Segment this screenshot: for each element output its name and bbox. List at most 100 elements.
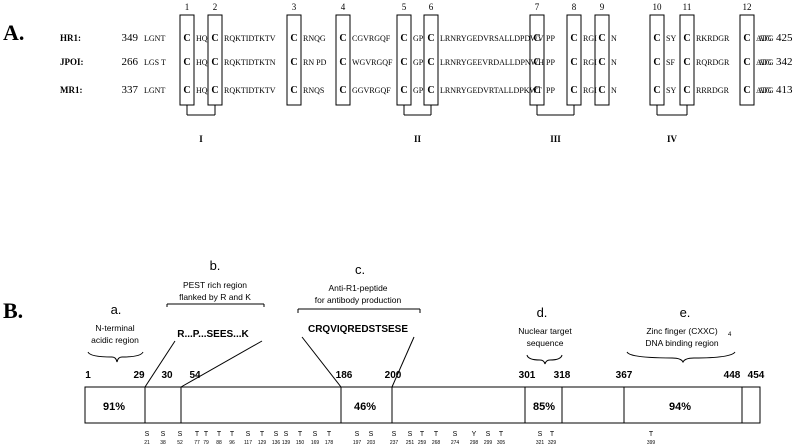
site-position: 88: [216, 440, 222, 446]
sequence-segment: LGNT: [144, 34, 165, 43]
sequence-segment: ATG: [756, 34, 772, 43]
site-position: 150: [296, 440, 305, 446]
sequence-segment: RQKTIDTKTN: [224, 58, 276, 67]
cysteine-residue: C: [427, 85, 434, 96]
sequence-segment: GP: [413, 86, 424, 95]
site-position: 197: [353, 440, 362, 446]
column-number: 5: [402, 2, 407, 12]
conservation-percent: 46%: [354, 401, 376, 413]
site-residue: S: [408, 431, 413, 438]
site-position: 237: [390, 440, 399, 446]
sequence-name: MR1:: [60, 85, 83, 95]
sequence-segment: LGS T: [144, 58, 166, 67]
cysteine-residue: C: [339, 57, 346, 68]
site-position: 321: [536, 440, 545, 446]
cysteine-residue: C: [683, 57, 690, 68]
cysteine-residue: C: [570, 33, 577, 44]
site-residue: S: [274, 431, 279, 438]
residue-position: 318: [554, 370, 571, 381]
cysteine-column-box: [286, 14, 302, 106]
region-description: Anti-R1-peptide: [328, 283, 387, 293]
sequence-segment: HQ: [196, 58, 208, 67]
site-position: 329: [548, 440, 557, 446]
sequence-segment: RQRDGR: [696, 58, 730, 67]
conservation-percent: 94%: [669, 401, 691, 413]
site-position: 21: [144, 440, 150, 446]
site-position: 117: [244, 440, 252, 446]
region-letter: c.: [355, 262, 365, 277]
residue-position: 454: [748, 370, 765, 381]
sequence-segment: SF: [666, 58, 675, 67]
sequence-segment: RN PD: [303, 58, 327, 67]
site-position: 169: [311, 440, 320, 446]
site-residue: S: [392, 431, 397, 438]
region-description: Nuclear target: [518, 326, 572, 336]
sequence-segment: ATG: [756, 58, 772, 67]
site-residue: S: [538, 431, 543, 438]
residue-position: 1: [85, 370, 91, 381]
region-description: Zinc finger (CXXC): [646, 326, 717, 336]
sequence-segment: ATG: [758, 86, 774, 95]
site-position: 305: [497, 440, 506, 446]
site-position: 136: [272, 440, 281, 446]
cysteine-residue: C: [598, 85, 605, 96]
region-description: PEST rich region: [183, 280, 247, 290]
site-residue: T: [649, 431, 654, 438]
cysteine-residue: C: [683, 85, 690, 96]
cysteine-residue: C: [183, 57, 190, 68]
cysteine-column-box: [739, 14, 755, 106]
sequence-segment: SY: [666, 34, 676, 43]
cysteine-residue: C: [743, 57, 750, 68]
site-residue: T: [230, 431, 235, 438]
sequence-segment: WGVRGQF: [352, 58, 393, 67]
residue-position: 301: [519, 370, 536, 381]
cysteine-residue: C: [290, 57, 297, 68]
region-description: DNA binding region: [645, 338, 719, 348]
region-connector: [144, 340, 176, 388]
sequence-start-position: 337: [122, 84, 139, 96]
region-description: sequence: [527, 338, 564, 348]
sequence-segment: PP: [546, 86, 555, 95]
cysteine-residue: C: [183, 85, 190, 96]
sequence-segment: N: [611, 58, 617, 67]
region-letter: d.: [537, 305, 548, 320]
site-position: 203: [367, 440, 376, 446]
region-letter: b.: [210, 258, 221, 273]
cysteine-residue: C: [533, 85, 540, 96]
site-residue: S: [178, 431, 183, 438]
cysteine-column-box: [594, 14, 610, 106]
site-residue: T: [327, 431, 332, 438]
residue-position: 367: [616, 370, 633, 381]
cysteine-residue: C: [400, 33, 407, 44]
cysteine-residue: C: [533, 33, 540, 44]
region-brace: [626, 351, 736, 364]
region-letter: a.: [111, 302, 122, 317]
column-number: 1: [185, 2, 190, 12]
sequence-segment: LRNRYGEDVRTALLDPKWT: [440, 86, 542, 95]
site-position: 79: [203, 440, 209, 446]
region-description: acidic region: [91, 335, 139, 345]
sequence-segment: GP: [413, 34, 424, 43]
cysteine-residue: C: [427, 57, 434, 68]
site-position: 251: [406, 440, 415, 446]
sequence-segment: ATG: [758, 34, 774, 43]
cysteine-residue: C: [653, 85, 660, 96]
residue-position: 186: [336, 370, 353, 381]
sequence-segment: RKRDGR: [696, 34, 730, 43]
sequence-segment: GP: [413, 58, 424, 67]
residue-position: 448: [724, 370, 741, 381]
cysteine-residue: C: [211, 33, 218, 44]
column-number: 6: [429, 2, 434, 12]
cysteine-column-box: [335, 14, 351, 106]
region-sequence: R...P...SEES...K: [177, 329, 249, 340]
panel-b-label: B.: [3, 298, 23, 323]
cysteine-residue: C: [290, 33, 297, 44]
cysteine-residue: C: [290, 85, 297, 96]
site-position: 299: [484, 440, 493, 446]
cysteine-residue: C: [683, 33, 690, 44]
site-position: 268: [432, 440, 441, 446]
sequence-segment: RNQS: [303, 86, 324, 95]
site-position: 77: [194, 440, 200, 446]
sequence-segment: N: [611, 34, 617, 43]
